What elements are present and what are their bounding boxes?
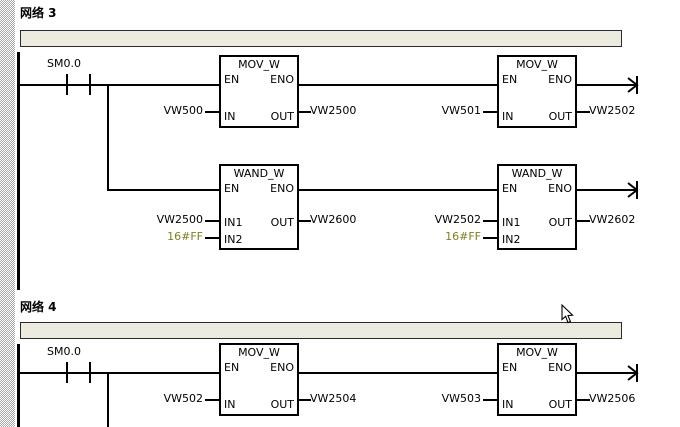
wire-eno-mov1-to-mov2-n4 [298,372,498,374]
wire-eno-wand1-to-wand2-n3 [298,189,498,191]
mouse-cursor-arrow-pointer-icon [561,304,574,324]
pin-eno: ENO [548,182,572,195]
pin-out: OUT [270,398,294,411]
wire-out-wand1-n3 [298,220,311,222]
function-block-mov-w-2[interactable]: MOV_W EN ENO IN OUT [497,55,577,128]
operand-out-mov-w-2[interactable]: VW2502 [589,104,636,117]
wire-in1-wand2-n3 [483,220,498,222]
wire-in-mov1-n4 [205,399,220,401]
wire-out-mov1-n4 [298,399,311,401]
rung-wire-left-n3 [19,84,67,86]
contact-bar-right-n4[interactable] [89,362,91,383]
pin-in2: IN2 [502,233,521,246]
pin-eno: ENO [270,73,294,86]
branch-wire-to-wand1-n3 [107,189,220,191]
power-rail-3 [17,52,20,290]
network-comment-bar-3[interactable] [20,30,622,47]
network-title-3: 网络 3 [20,6,57,20]
wire-in-mov2-n3 [483,111,498,113]
contact-label-sm00-n3: SM0.0 [47,57,81,70]
wire-in1-wand1-n3 [205,220,220,222]
operand-out-wand-w-1[interactable]: VW2600 [310,213,357,226]
pin-en: EN [224,182,240,195]
rung-continuation-arrow-icon-2 [626,181,639,199]
pin-en: EN [502,182,518,195]
operand-out-wand-w-2[interactable]: VW2602 [589,213,636,226]
function-block-wand-w-2[interactable]: WAND_W EN ENO IN1 OUT IN2 [497,164,577,250]
wire-eno-mov2-n4 [577,372,629,374]
function-block-wand-w-1[interactable]: WAND_W EN ENO IN1 OUT IN2 [219,164,299,250]
operand-in2-wand-w-2[interactable]: 16#FF [445,230,481,243]
pin-in: IN [224,110,236,123]
pin-out: OUT [548,216,572,229]
function-block-mov-w-1[interactable]: MOV_W EN ENO IN OUT [219,55,299,128]
branch-vertical-n4 [107,372,109,427]
contact-label-sm00-n4: SM0.0 [47,345,81,358]
pin-out: OUT [270,110,294,123]
pin-in: IN [502,110,514,123]
rung-wire-left-n4 [19,372,67,374]
wire-eno-mov2-n3 [577,84,629,86]
wire-out-mov1-n3 [298,111,311,113]
pin-in1: IN1 [224,216,243,229]
operand-out-mov-w-4[interactable]: VW2506 [589,392,636,405]
wire-in2-wand1-n3 [205,237,220,239]
function-block-mov-w-4[interactable]: MOV_W EN ENO IN OUT [497,343,577,416]
operand-out-mov-w-3[interactable]: VW2504 [310,392,357,405]
pin-eno: ENO [548,361,572,374]
operand-in1-wand-w-2[interactable]: VW2502 [434,213,481,226]
pin-en: EN [224,361,240,374]
branch-vertical-n3 [107,84,109,191]
wire-eno-mov1-to-mov2-n3 [298,84,498,86]
pin-en: EN [224,73,240,86]
operand-in-mov-w-1[interactable]: VW500 [163,104,203,117]
rung-continuation-arrow-icon-1 [626,76,639,94]
pin-en: EN [502,361,518,374]
block-title: MOV_W [516,346,558,359]
rung-wire-contact-gap-n3 [68,84,90,86]
pin-eno: ENO [548,73,572,86]
pin-out: OUT [270,216,294,229]
rung-wire-to-mov1-n3 [91,84,220,86]
pin-in: IN [224,398,236,411]
block-title: WAND_W [233,167,285,180]
operand-in1-wand-w-1[interactable]: VW2500 [156,213,203,226]
pin-in1: IN1 [502,216,521,229]
network-title-4: 网络 4 [20,300,57,314]
operand-in-mov-w-3[interactable]: VW502 [163,392,203,405]
network-comment-bar-4[interactable] [20,322,622,339]
block-title: WAND_W [511,167,563,180]
pin-out: OUT [548,110,572,123]
pin-eno: ENO [270,182,294,195]
operand-in-mov-w-4[interactable]: VW503 [441,392,481,405]
operand-out-mov-w-1[interactable]: VW2500 [310,104,357,117]
block-title: MOV_W [238,346,280,359]
power-rail-4 [17,344,20,427]
operand-in2-wand-w-1[interactable]: 16#FF [167,230,203,243]
wire-out-wand2-n3 [577,220,590,222]
pin-in: IN [502,398,514,411]
rung-wire-contact-gap-n4 [68,372,90,374]
wire-in-mov2-n4 [483,399,498,401]
block-title: MOV_W [238,58,280,71]
contact-bar-left-n4[interactable] [66,362,68,383]
editor-gutter [0,0,15,427]
pin-out: OUT [548,398,572,411]
rung-wire-to-mov1-n4 [91,372,220,374]
pin-eno: ENO [270,361,294,374]
block-title: MOV_W [516,58,558,71]
contact-bar-left-n3[interactable] [66,74,68,95]
contact-bar-right-n3[interactable] [89,74,91,95]
operand-in-mov-w-2[interactable]: VW501 [441,104,481,117]
wire-in-mov1-n3 [205,111,220,113]
wire-eno-wand2-n3 [577,189,629,191]
pin-en: EN [502,73,518,86]
pin-in2: IN2 [224,233,243,246]
rung-continuation-arrow-icon-3 [626,364,639,382]
function-block-mov-w-3[interactable]: MOV_W EN ENO IN OUT [219,343,299,416]
wire-in2-wand2-n3 [483,237,498,239]
wire-out-mov2-n3 [577,111,590,113]
wire-out-mov2-n4 [577,399,590,401]
